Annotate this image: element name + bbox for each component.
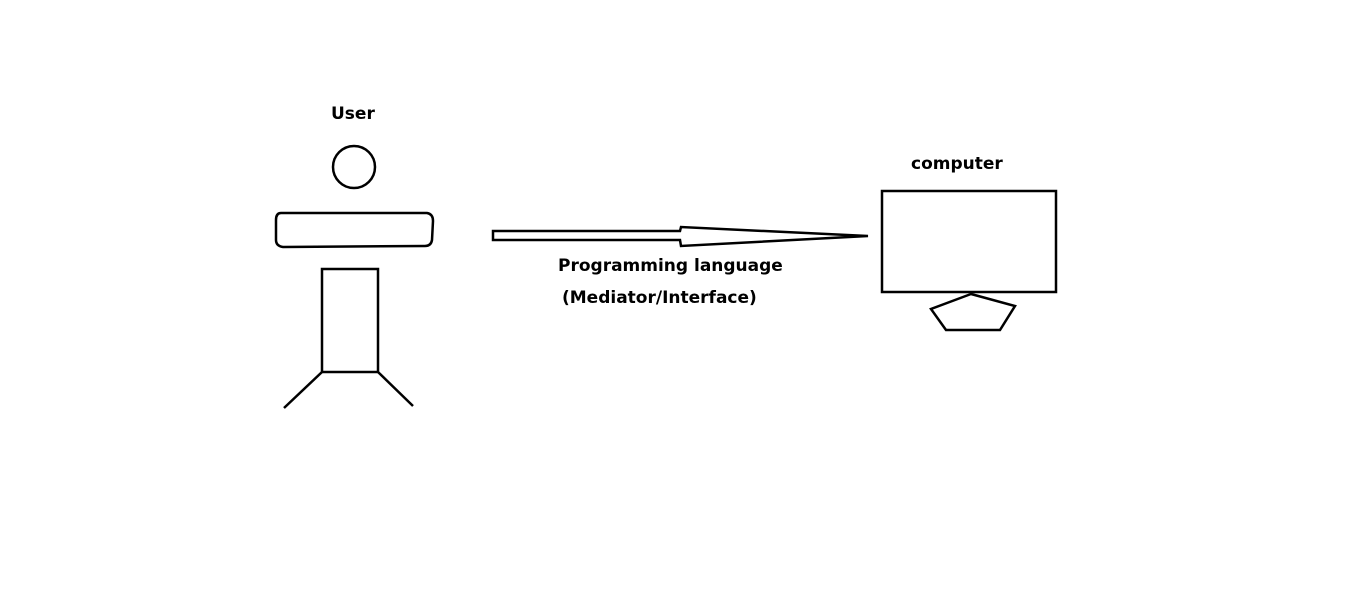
user-label: User <box>331 104 375 124</box>
computer-label: computer <box>911 154 1003 174</box>
computer-stand <box>929 292 1017 332</box>
user-head <box>331 144 377 190</box>
computer-monitor <box>880 189 1058 294</box>
user-arms <box>274 211 435 249</box>
connector-arrow <box>491 225 869 248</box>
computer-figure <box>880 189 1058 332</box>
connector-label-line1: Programming language <box>558 256 783 276</box>
user-left-leg <box>283 371 323 409</box>
user-body <box>320 267 380 374</box>
user-figure <box>274 144 435 409</box>
user-right-leg <box>377 371 414 407</box>
connector-label-line2: (Mediator/Interface) <box>562 288 757 308</box>
